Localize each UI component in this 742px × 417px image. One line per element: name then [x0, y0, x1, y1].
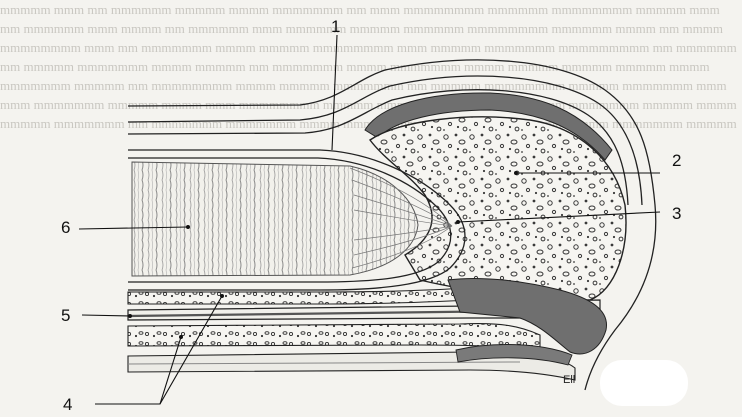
- leader-line-1: [332, 35, 337, 150]
- illustrator-credit: Ell: [563, 374, 575, 386]
- label-4: 4: [63, 395, 72, 414]
- white-occluder: [600, 360, 688, 406]
- label-2: 2: [672, 151, 681, 170]
- striated-tissue: [132, 162, 418, 276]
- label-6: 6: [61, 218, 70, 237]
- leader-line-5: [82, 315, 130, 316]
- label-5: 5: [61, 306, 70, 325]
- label-3: 3: [672, 204, 681, 223]
- label-1: 1: [331, 17, 340, 36]
